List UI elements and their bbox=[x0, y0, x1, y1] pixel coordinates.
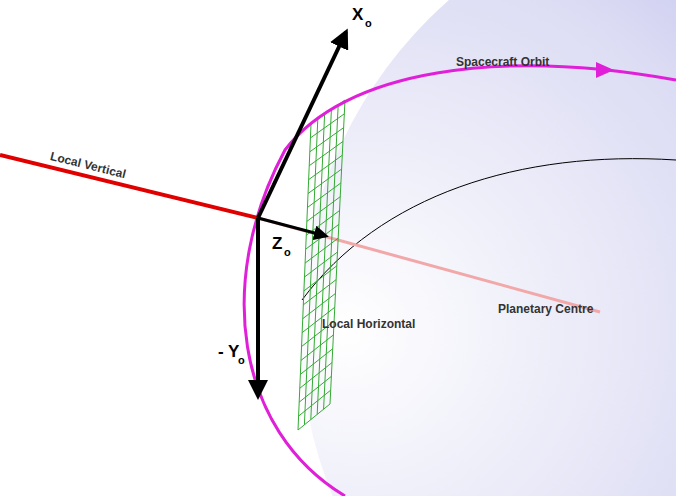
z-axis bbox=[258, 218, 326, 236]
y-axis bbox=[256, 218, 260, 396]
axis-subscript: o bbox=[284, 246, 291, 258]
grid-line bbox=[299, 376, 331, 402]
grid-line bbox=[307, 197, 340, 222]
spacecraft-orbit bbox=[244, 66, 676, 496]
grid-line bbox=[311, 114, 325, 419]
grid-line bbox=[310, 128, 344, 152]
grid-line bbox=[300, 349, 332, 375]
grid-line bbox=[306, 224, 339, 249]
grid-line bbox=[298, 124, 311, 430]
vertical-extension bbox=[258, 218, 600, 312]
grid-line bbox=[304, 119, 317, 425]
grid-line bbox=[300, 363, 332, 389]
axis-label: - Y bbox=[218, 343, 239, 362]
grid-line bbox=[304, 266, 337, 291]
grid-line bbox=[307, 183, 340, 208]
grid-line bbox=[324, 105, 339, 409]
equator-line bbox=[302, 159, 676, 300]
grid-line bbox=[317, 110, 331, 415]
orbit-label: Spacecraft Orbit bbox=[456, 56, 549, 69]
grid-line bbox=[310, 114, 344, 138]
planet-sphere bbox=[300, 0, 676, 496]
axis-subscript: o bbox=[365, 17, 372, 29]
grid-line bbox=[309, 141, 343, 165]
grid-line bbox=[301, 335, 333, 361]
centre-label: Planetary Centre bbox=[498, 303, 593, 316]
axis-label: Z bbox=[272, 235, 282, 254]
axis-label: X bbox=[352, 6, 363, 25]
grid-line bbox=[309, 155, 343, 179]
grid-line bbox=[308, 169, 342, 193]
grid-line bbox=[305, 252, 338, 277]
grid-line bbox=[298, 404, 330, 430]
local-horizontal-grid bbox=[298, 100, 345, 430]
axis-subscript: o bbox=[238, 354, 245, 366]
x-axis bbox=[258, 32, 346, 218]
orbit-arrowhead bbox=[596, 62, 614, 78]
grid-line bbox=[305, 238, 338, 263]
grid-line bbox=[303, 293, 336, 318]
horizontal-label: Local Horizontal bbox=[322, 318, 415, 331]
grid-line bbox=[299, 390, 331, 416]
grid-line bbox=[330, 100, 345, 404]
grid-line bbox=[303, 280, 336, 305]
local-vertical-line bbox=[0, 155, 258, 218]
